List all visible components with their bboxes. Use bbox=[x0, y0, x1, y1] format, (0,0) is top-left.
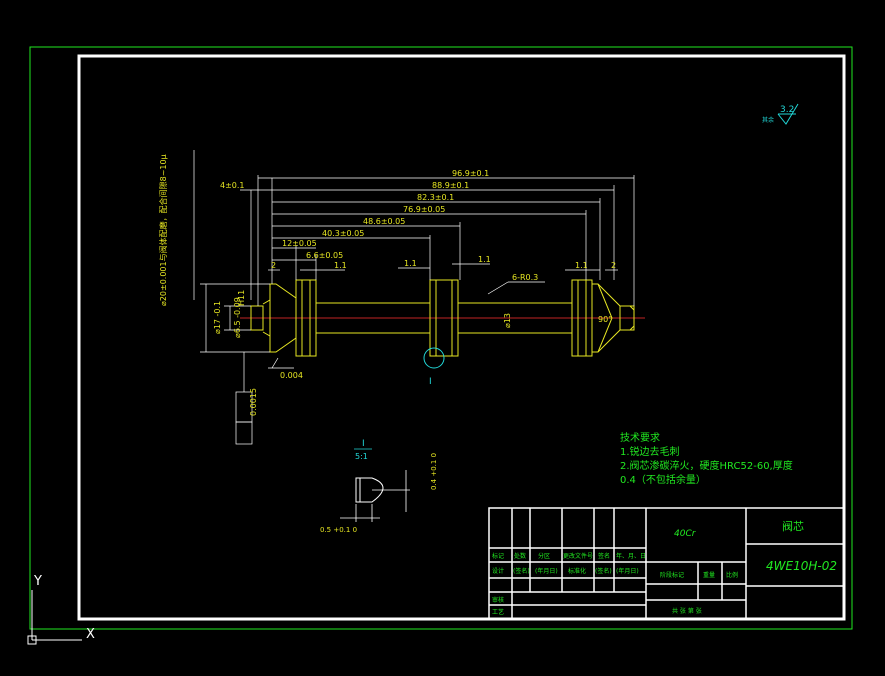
dim-gap-2: 1.1 bbox=[404, 259, 417, 268]
detail-scale-bottom: 5:1 bbox=[355, 452, 368, 461]
outer-frame bbox=[29, 46, 853, 630]
dimension-text: 96.9±0.1 88.9±0.1 82.3±0.1 76.9±0.05 48.… bbox=[158, 154, 616, 416]
dim-cyl-tol: 0.0015 bbox=[249, 388, 258, 416]
dim-88-9: 88.9±0.1 bbox=[432, 181, 469, 190]
tb-r2-c2: (签名) bbox=[513, 567, 530, 575]
tb-r4-c1: 工艺 bbox=[492, 608, 504, 616]
dim-48-6: 48.6±0.05 bbox=[363, 217, 405, 226]
tb-r2-c1: 设计 bbox=[492, 567, 504, 575]
detail-label: I bbox=[429, 377, 432, 387]
dim-gap-5: 2 bbox=[271, 261, 276, 270]
tb-r1-c4: 更改文件号 bbox=[563, 552, 593, 560]
detail-circle bbox=[423, 347, 445, 369]
dim-gap-1: 1.1 bbox=[334, 261, 347, 270]
dim-12: 12±0.05 bbox=[282, 239, 317, 248]
dim-gap-3: 1.1 bbox=[478, 255, 491, 264]
detail-view: I 5:1 0.4 +0.1 0 0.5 +0.1 0 bbox=[320, 439, 438, 534]
part-name: 阀芯 bbox=[782, 519, 804, 533]
dim-gap-4: 1.1 bbox=[575, 261, 588, 270]
dim-4: 4±0.1 bbox=[220, 181, 245, 190]
dim-angle: 90° bbox=[598, 315, 612, 324]
tb-r2-c4: 标准化 bbox=[568, 567, 586, 575]
detail-dim-w: 0.5 +0.1 0 bbox=[320, 526, 357, 534]
title-block-text: 标记 处数 分区 更改文件号 签名 年、月、日 设计 (签名) (年月日) 标准… bbox=[492, 552, 738, 616]
tech-requirement-1: 1.锐边去毛刺 bbox=[620, 447, 680, 458]
dim-left-dia: ⌀17 -0.1 bbox=[213, 301, 222, 334]
dim-small-dia: ⌀6.5 -0.09 bbox=[233, 297, 242, 338]
ucs-y-label: Y bbox=[33, 574, 42, 589]
tb-r1-c3: 分区 bbox=[538, 552, 550, 560]
tb-r1-c1: 标记 bbox=[492, 552, 504, 560]
tb-r3-c1: 审核 bbox=[492, 596, 504, 604]
title-block bbox=[488, 507, 845, 620]
tb-r2-c3: (年月日) bbox=[535, 567, 558, 575]
dim-groove: 6-R0.3 bbox=[512, 273, 538, 282]
dim-gap-6: 2 bbox=[611, 261, 616, 270]
dim-96-9: 96.9±0.1 bbox=[452, 169, 489, 178]
tech-requirements-title: 技术要求 bbox=[620, 433, 660, 444]
tech-requirement-3: 0.4（不包括余量） bbox=[620, 475, 706, 486]
tb-r2-c5: (签名) bbox=[595, 567, 612, 575]
dim-40-3: 40.3±0.05 bbox=[322, 229, 364, 238]
roughness-general-symbol: 其余 3.2 bbox=[762, 103, 799, 125]
tb-scale: 比例 bbox=[726, 571, 738, 579]
detail-dim-h: 0.4 +0.1 0 bbox=[430, 453, 438, 490]
dim-small-fit: H11 bbox=[237, 290, 246, 306]
tb-sheets: 共 张 第 张 bbox=[672, 607, 702, 615]
dim-82-3: 82.3±0.1 bbox=[417, 193, 454, 202]
tech-requirement-2: 2.阀芯渗碳淬火，硬度HRC52-60,厚度 bbox=[620, 461, 793, 472]
roughness-general-value: 3.2 bbox=[780, 105, 794, 115]
detail-scale-top: I bbox=[362, 439, 365, 449]
ucs-x-label: X bbox=[86, 627, 95, 642]
dim-body-dia: ⌀13 bbox=[503, 313, 512, 328]
tb-weight: 重量 bbox=[703, 571, 715, 579]
dim-top-note: ⌀20±0.001与阀体配磨，配合间隙8~10μ bbox=[158, 154, 168, 306]
dim-76-9: 76.9±0.05 bbox=[403, 205, 445, 214]
tb-r1-c6: 年、月、日 bbox=[616, 552, 646, 560]
tb-r2-c6: (年月日) bbox=[616, 567, 639, 575]
tech-requirements: 技术要求 1.锐边去毛刺 2.阀芯渗碳淬火，硬度HRC52-60,厚度 0.4（… bbox=[620, 432, 793, 488]
drawing-number: 4WE10H-02 bbox=[766, 559, 837, 573]
ucs-icon bbox=[27, 590, 82, 645]
dim-6-6: 6.6±0.05 bbox=[306, 251, 343, 260]
tb-r1-c2: 处数 bbox=[514, 552, 526, 560]
dimension-lines bbox=[193, 150, 635, 445]
tb-stage: 阶段标记 bbox=[660, 571, 684, 579]
material: 40Cr bbox=[674, 529, 697, 539]
dim-runout: 0.004 bbox=[280, 371, 303, 380]
inner-border bbox=[77, 54, 846, 621]
tb-r1-c5: 签名 bbox=[598, 552, 610, 560]
roughness-general-label: 其余 bbox=[762, 116, 774, 124]
